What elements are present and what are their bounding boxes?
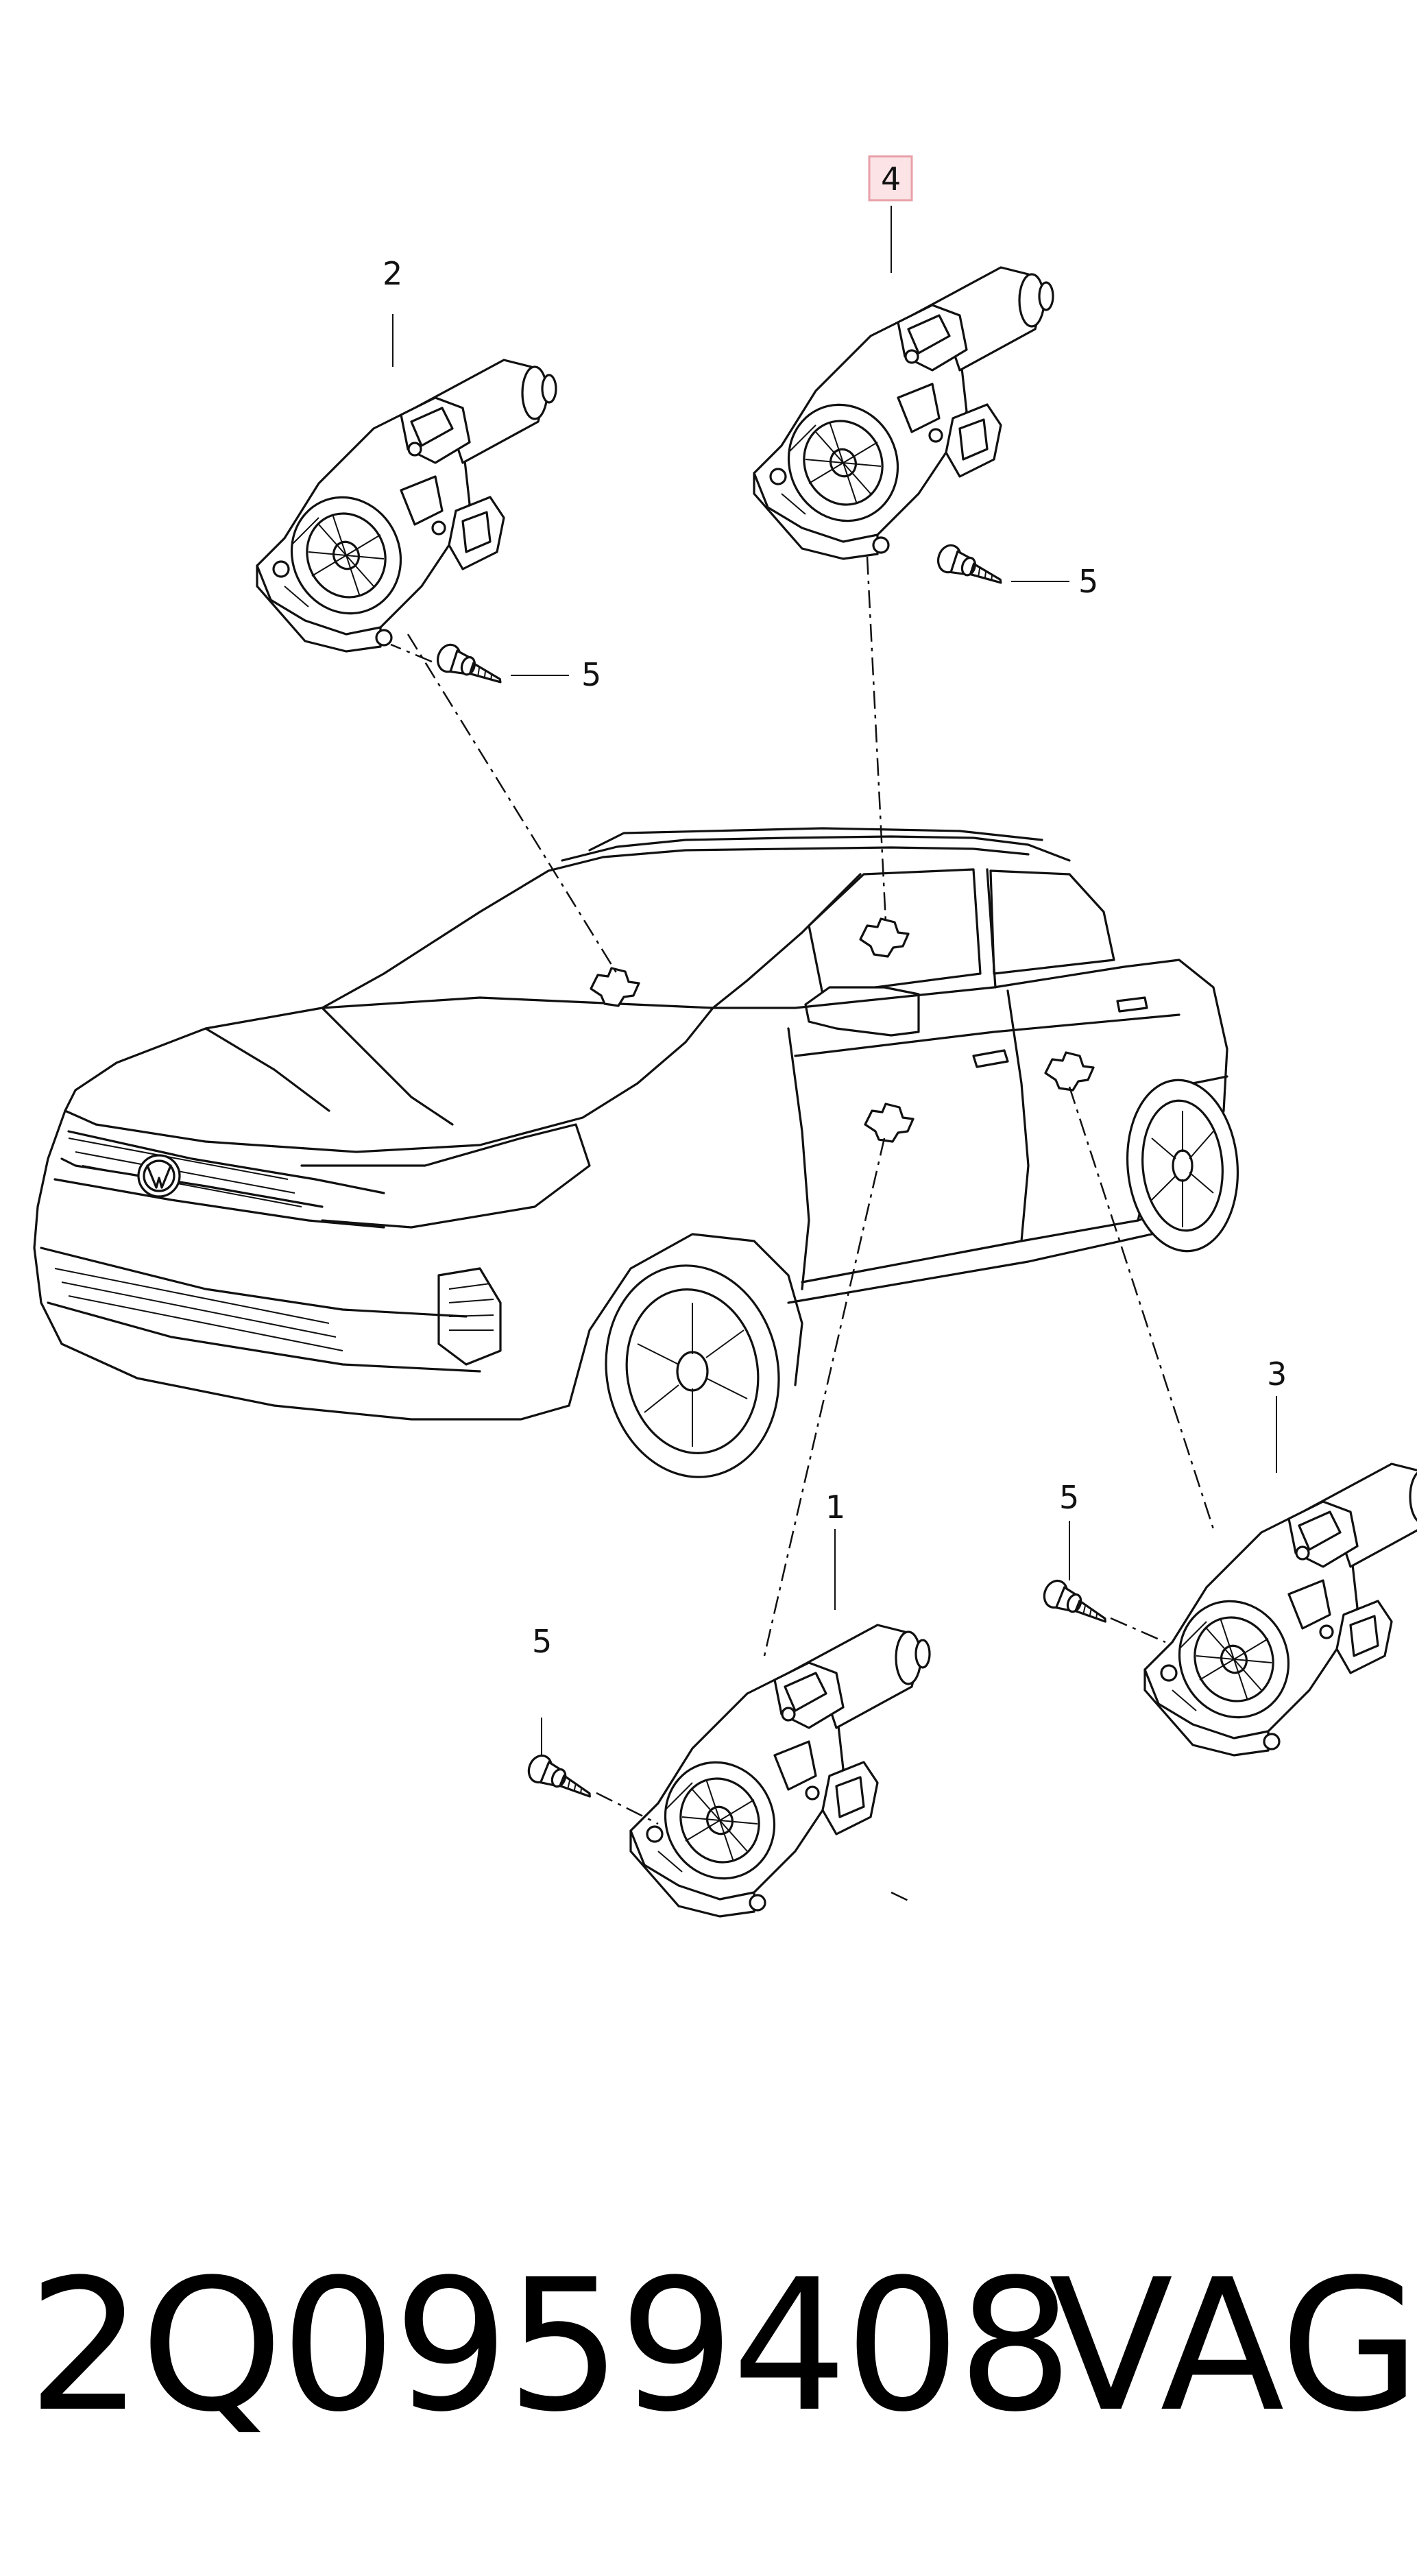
vehicle-illustration bbox=[33, 827, 1239, 1478]
callout-1: 1 bbox=[825, 1489, 845, 1526]
callout-5d: 5 bbox=[532, 1623, 552, 1660]
callout-3: 3 bbox=[1267, 1356, 1287, 1393]
leader-lines bbox=[390, 206, 1277, 1902]
motor-part-3 bbox=[1143, 1462, 1417, 1757]
motor-part-1 bbox=[629, 1624, 931, 1918]
motor-part-2 bbox=[256, 359, 557, 653]
part-number-caption: 2Q0959408 bbox=[27, 2241, 1073, 2452]
callout-4-highlight bbox=[868, 155, 913, 202]
callout-4: 4 bbox=[881, 160, 901, 197]
screw-5b bbox=[934, 541, 1008, 590]
callout-5c: 5 bbox=[1059, 1479, 1079, 1516]
motor-part-4 bbox=[753, 266, 1054, 560]
screw-5c bbox=[1039, 1576, 1115, 1629]
brand-caption: VAG bbox=[1049, 2241, 1417, 2452]
callout-5a: 5 bbox=[581, 656, 601, 693]
callout-labels: 2 4 3 1 5 5 5 5 bbox=[383, 155, 1287, 1660]
screw-5d bbox=[524, 1750, 599, 1804]
callout-2: 2 bbox=[383, 255, 402, 292]
screw-5a bbox=[433, 640, 508, 690]
callout-5b: 5 bbox=[1078, 563, 1098, 600]
